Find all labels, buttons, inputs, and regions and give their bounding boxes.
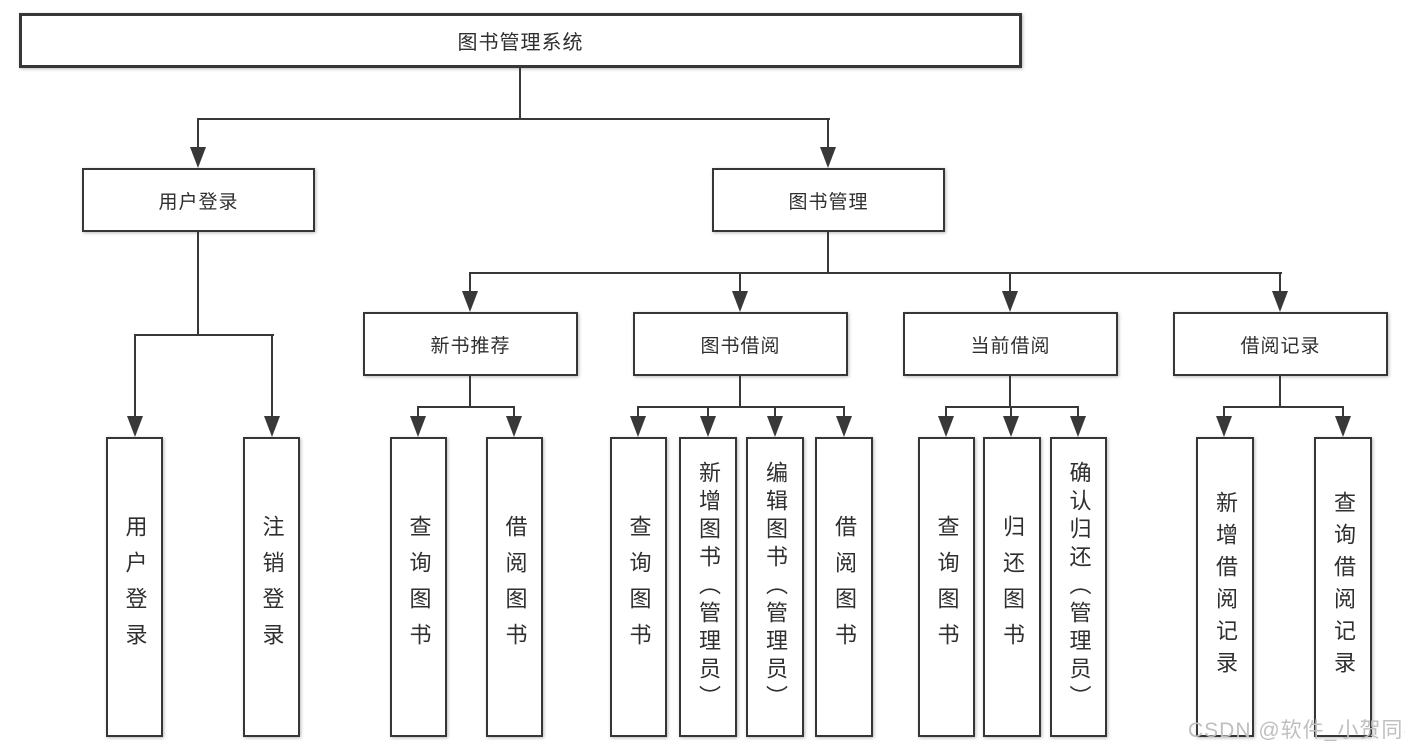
connector-line [843,406,845,418]
leaf-label: 注销登录 [259,515,285,659]
arrow-down-icon [836,416,852,437]
arrow-down-icon [127,416,143,437]
connector-line [134,334,136,418]
arrow-down-icon [820,147,836,168]
node-new-book-recommend: 新书推荐 [363,312,578,376]
leaf-label: 新增借阅记录 [1213,491,1238,683]
node-book-management: 图书管理 [712,168,945,232]
arrow-down-icon [410,416,426,437]
node-label: 图书管理系统 [457,32,584,54]
leaf-label: 归还图书 [1000,515,1025,659]
leaf-add-books-admin: 新增图书（管理员） [679,437,737,737]
connector-line [513,406,515,418]
leaf-label: 编辑图书（管理员） [763,461,788,713]
connector-line [197,232,199,336]
leaf-label: 查询图书 [626,515,652,659]
arrow-down-icon [1070,416,1086,437]
connector-line [1342,406,1344,418]
arrow-down-icon [1272,291,1288,312]
connector-line [271,334,273,418]
leaf-logout: 注销登录 [243,437,300,737]
connector-line [637,406,845,408]
watermark: CSDN @软件_小贺同学 [1188,719,1405,742]
node-book-borrow: 图书借阅 [633,312,848,376]
connector-line [417,406,515,408]
connector-line [827,118,829,149]
leaf-edit-books-admin: 编辑图书（管理员） [746,437,804,737]
arrow-down-icon [1335,416,1351,437]
leaf-query-borrow-record: 查询借阅记录 [1314,437,1372,737]
connector-line [827,232,829,274]
connector-line [1279,376,1281,408]
connector-line [945,406,947,418]
leaf-add-borrow-record: 新增借阅记录 [1196,437,1254,737]
connector-line [1009,376,1011,408]
node-current-borrow: 当前借阅 [903,312,1118,376]
connector-line [707,406,709,418]
connector-line [1223,406,1344,408]
connector-line [945,406,1079,408]
leaf-label: 查询借阅记录 [1331,491,1356,683]
connector-line [197,118,199,149]
connector-line [134,334,274,336]
leaf-borrow-books-recommend: 借阅图书 [486,437,543,737]
connector-line [197,118,830,120]
connector-line [519,68,521,120]
arrow-down-icon [767,416,783,437]
arrow-down-icon [264,416,280,437]
arrow-down-icon [700,416,716,437]
leaf-borrow-books: 借阅图书 [815,437,873,737]
leaf-query-books-current: 查询图书 [918,437,975,737]
leaf-label: 确认归还（管理员） [1066,461,1092,713]
leaf-label: 查询图书 [406,515,432,659]
leaf-label: 新增图书（管理员） [696,461,721,713]
leaf-confirm-return-admin: 确认归还（管理员） [1050,437,1107,737]
arrow-down-icon [732,291,748,312]
connector-line [469,272,471,294]
node-label: 借阅记录 [1240,335,1321,357]
connector-line [739,376,741,408]
leaf-query-books-borrow: 查询图书 [610,437,667,737]
connector-line [1010,406,1012,418]
connector-line [1077,406,1079,418]
node-label: 新书推荐 [430,335,511,357]
node-library-system: 图书管理系统 [19,13,1022,68]
arrow-down-icon [1003,416,1019,437]
connector-line [1279,272,1281,294]
connector-line [637,406,639,418]
arrow-down-icon [1002,291,1018,312]
arrow-down-icon [506,416,522,437]
connector-line [417,406,419,418]
connector-line [1009,272,1011,294]
connector-line [1223,406,1225,418]
node-label: 图书借阅 [700,335,781,357]
connector-line [739,272,741,294]
node-label: 当前借阅 [970,335,1051,357]
leaf-label: 借阅图书 [832,515,857,659]
arrow-down-icon [190,147,206,168]
arrow-down-icon [630,416,646,437]
arrow-down-icon [938,416,954,437]
connector-line [469,376,471,408]
arrow-down-icon [462,291,478,312]
node-label: 用户登录 [158,191,239,213]
node-user-login: 用户登录 [82,168,315,232]
connector-line [774,406,776,418]
leaf-return-books: 归还图书 [983,437,1041,737]
leaf-label: 借阅图书 [502,515,528,659]
arrow-down-icon [1216,416,1232,437]
node-borrow-records: 借阅记录 [1173,312,1388,376]
connector-line [469,272,1282,274]
leaf-user-login: 用户登录 [106,437,163,737]
node-label: 图书管理 [788,191,869,213]
leaf-label: 查询图书 [934,515,960,659]
leaf-label: 用户登录 [122,515,148,659]
leaf-query-books-recommend: 查询图书 [390,437,447,737]
